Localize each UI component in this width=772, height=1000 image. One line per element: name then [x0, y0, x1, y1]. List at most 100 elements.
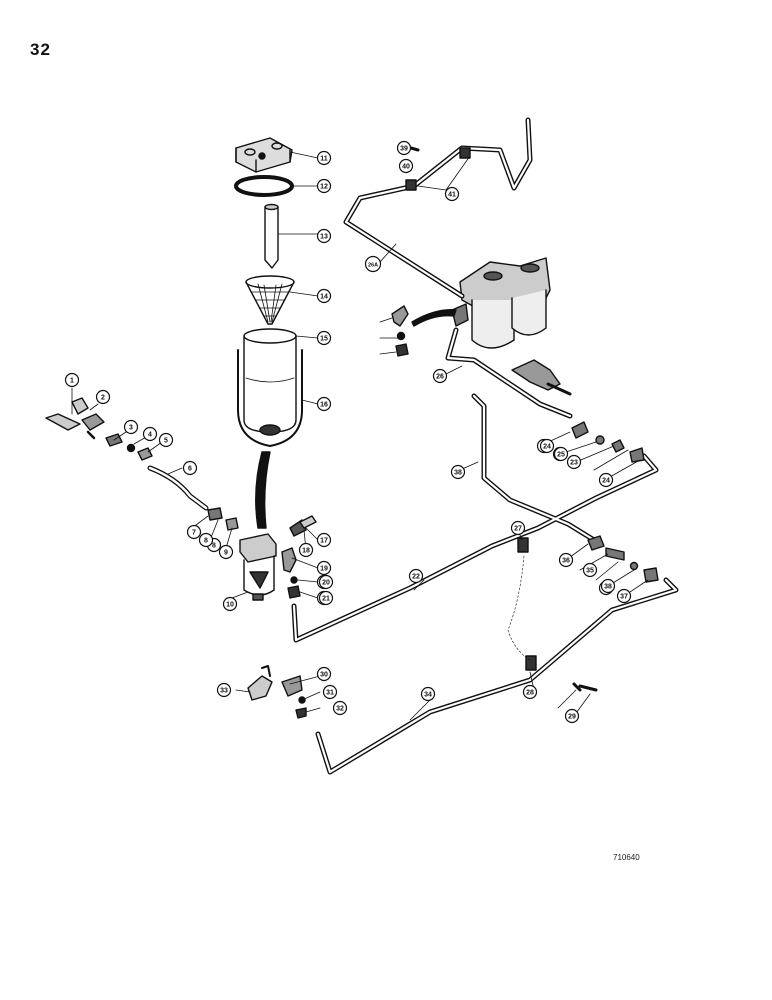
callout-34: 34 — [420, 686, 436, 702]
svg-text:29: 29 — [568, 714, 576, 721]
svg-text:6: 6 — [188, 466, 192, 473]
callout-25: 25 — [553, 446, 569, 462]
svg-text:23: 23 — [570, 460, 578, 467]
callout-14: 14 — [316, 288, 332, 304]
callout-20: 20 — [318, 574, 334, 590]
glass-bowl — [237, 328, 303, 447]
svg-text:28: 28 — [526, 690, 534, 697]
callout-9: 9 — [218, 544, 234, 560]
filter-assembly — [239, 533, 277, 601]
callout-22: 22 — [408, 568, 424, 584]
illustration-reference-code: 710640 — [613, 853, 640, 862]
fuel-injector — [511, 359, 572, 396]
callout-38: 38 — [600, 578, 616, 594]
svg-text:26A: 26A — [368, 263, 378, 269]
inlet-fitting-train — [45, 397, 239, 531]
callout-3: 3 — [123, 419, 139, 435]
callout-30: 30 — [316, 666, 332, 682]
callout-21: 21 — [318, 590, 334, 606]
svg-text:14: 14 — [320, 294, 328, 301]
callout-19: 19 — [316, 560, 332, 576]
svg-text:24: 24 — [602, 478, 610, 485]
callout-1: 1 — [64, 372, 80, 388]
callout-33: 33 — [216, 682, 232, 698]
svg-text:22: 22 — [412, 574, 420, 581]
callout-40: 40 — [398, 158, 414, 174]
svg-text:24: 24 — [543, 444, 551, 451]
svg-text:34: 34 — [424, 692, 432, 699]
callout-12: 12 — [316, 178, 332, 194]
callout-26a: 26A — [364, 255, 382, 273]
callout-15: 15 — [316, 330, 332, 346]
svg-text:10: 10 — [226, 602, 234, 609]
svg-text:26: 26 — [436, 374, 444, 381]
svg-text:38: 38 — [454, 470, 462, 477]
svg-text:12: 12 — [320, 184, 328, 191]
callout-13: 13 — [316, 228, 332, 244]
callout-28: 28 — [522, 684, 538, 700]
svg-text:27: 27 — [514, 526, 522, 533]
svg-text:38: 38 — [604, 584, 612, 591]
callout-39: 39 — [396, 140, 412, 156]
svg-text:7: 7 — [192, 530, 196, 537]
callout-35: 35 — [582, 562, 598, 578]
callout-29: 29 — [564, 708, 580, 724]
callout-layer: 1234567891011121314151617181920212223242… — [64, 140, 632, 724]
page-number: 32 — [30, 40, 51, 59]
svg-text:8: 8 — [204, 538, 208, 545]
svg-text:32: 32 — [336, 706, 344, 713]
svg-text:35: 35 — [586, 568, 594, 575]
callout-18: 18 — [298, 542, 314, 558]
callout-16: 16 — [316, 396, 332, 412]
svg-text:41: 41 — [448, 192, 456, 199]
callout-17: 17 — [316, 532, 332, 548]
svg-text:20: 20 — [322, 580, 330, 587]
svg-text:21: 21 — [322, 596, 330, 603]
mount-arrow — [411, 309, 457, 327]
svg-text:5: 5 — [164, 438, 168, 445]
svg-text:25: 25 — [557, 452, 565, 459]
center-tube — [264, 203, 279, 269]
svg-text:40: 40 — [402, 164, 410, 171]
filter-outlet-fittings — [281, 515, 317, 599]
filter-head-part — [235, 137, 293, 173]
callout-24: 24 — [539, 438, 555, 454]
screen-cone — [245, 275, 295, 325]
svg-text:37: 37 — [620, 594, 628, 601]
callout-32: 32 — [332, 700, 348, 716]
callout-31: 31 — [322, 684, 338, 700]
flow-arrow — [255, 451, 271, 529]
gasket-ring — [234, 175, 294, 197]
svg-text:15: 15 — [320, 336, 328, 343]
callout-41: 41 — [444, 186, 460, 202]
svg-text:30: 30 — [320, 672, 328, 679]
callout-11: 11 — [316, 150, 332, 166]
callout-23: 23 — [566, 454, 582, 470]
svg-text:11: 11 — [320, 156, 328, 163]
callout-8: 8 — [198, 532, 214, 548]
callout-7: 7 — [186, 524, 202, 540]
injector-line-fittings — [571, 421, 659, 583]
callout-24: 24 — [598, 472, 614, 488]
svg-text:31: 31 — [326, 690, 334, 697]
svg-text:13: 13 — [320, 234, 328, 241]
upper-outlet-fittings — [391, 305, 409, 357]
callout-4: 4 — [142, 426, 158, 442]
svg-text:16: 16 — [320, 402, 328, 409]
callout-36: 36 — [558, 552, 574, 568]
callout-37: 37 — [616, 588, 632, 604]
svg-text:1: 1 — [70, 378, 74, 385]
drain-fittings — [247, 665, 307, 719]
svg-text:9: 9 — [224, 550, 228, 557]
callout-26: 26 — [432, 368, 448, 384]
svg-text:4: 4 — [148, 432, 152, 439]
svg-text:8: 8 — [212, 543, 216, 550]
secondary-filter-assembly — [451, 257, 551, 349]
callout-5: 5 — [158, 432, 174, 448]
bracket-wire — [507, 555, 531, 661]
line-clamps — [405, 147, 537, 671]
callout-38: 38 — [450, 464, 466, 480]
callout-6: 6 — [182, 460, 198, 476]
svg-text:33: 33 — [220, 688, 228, 695]
